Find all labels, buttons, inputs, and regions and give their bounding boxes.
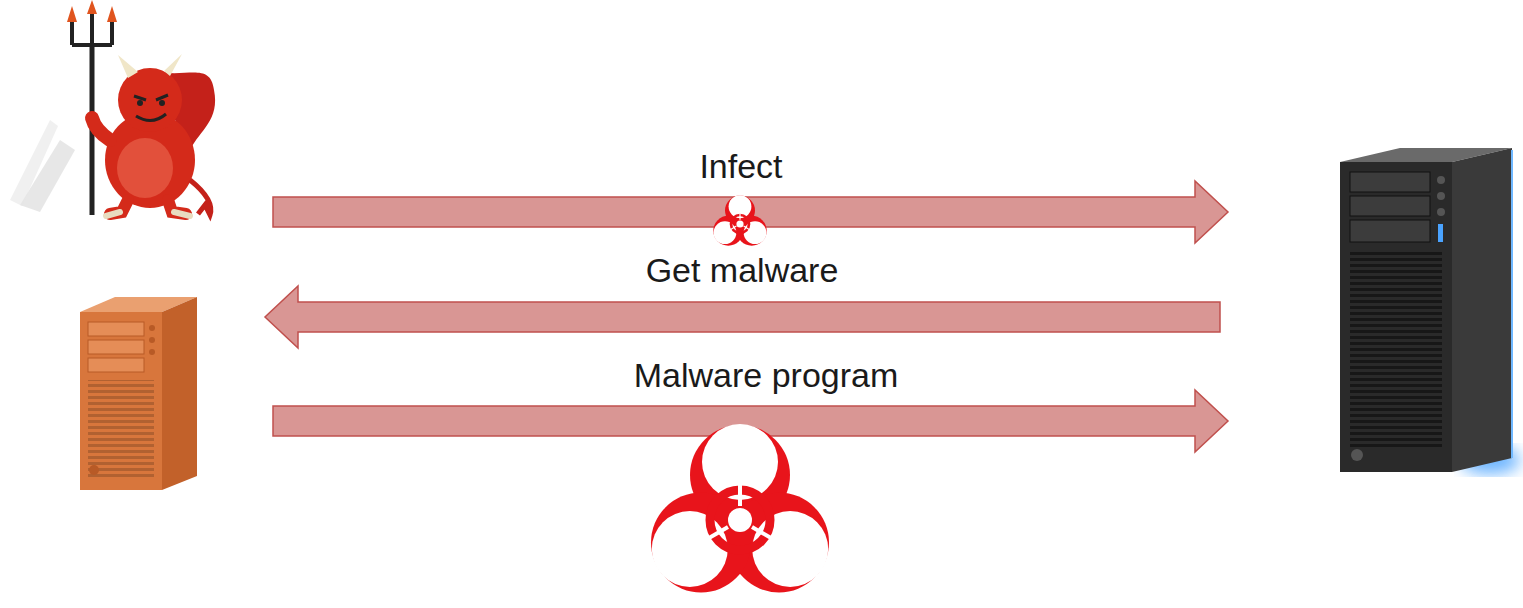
arrow-label: Get malware [646,250,839,290]
biohazard-symbol [713,195,766,246]
arrow-label: Infect [699,146,782,186]
arrow-label: Malware program [634,355,899,395]
malware-server [80,297,197,490]
get-malware-arrow [265,286,1220,348]
devil-attacker [10,0,215,216]
victim-server [1340,148,1520,474]
biohazard-symbol [651,424,829,593]
